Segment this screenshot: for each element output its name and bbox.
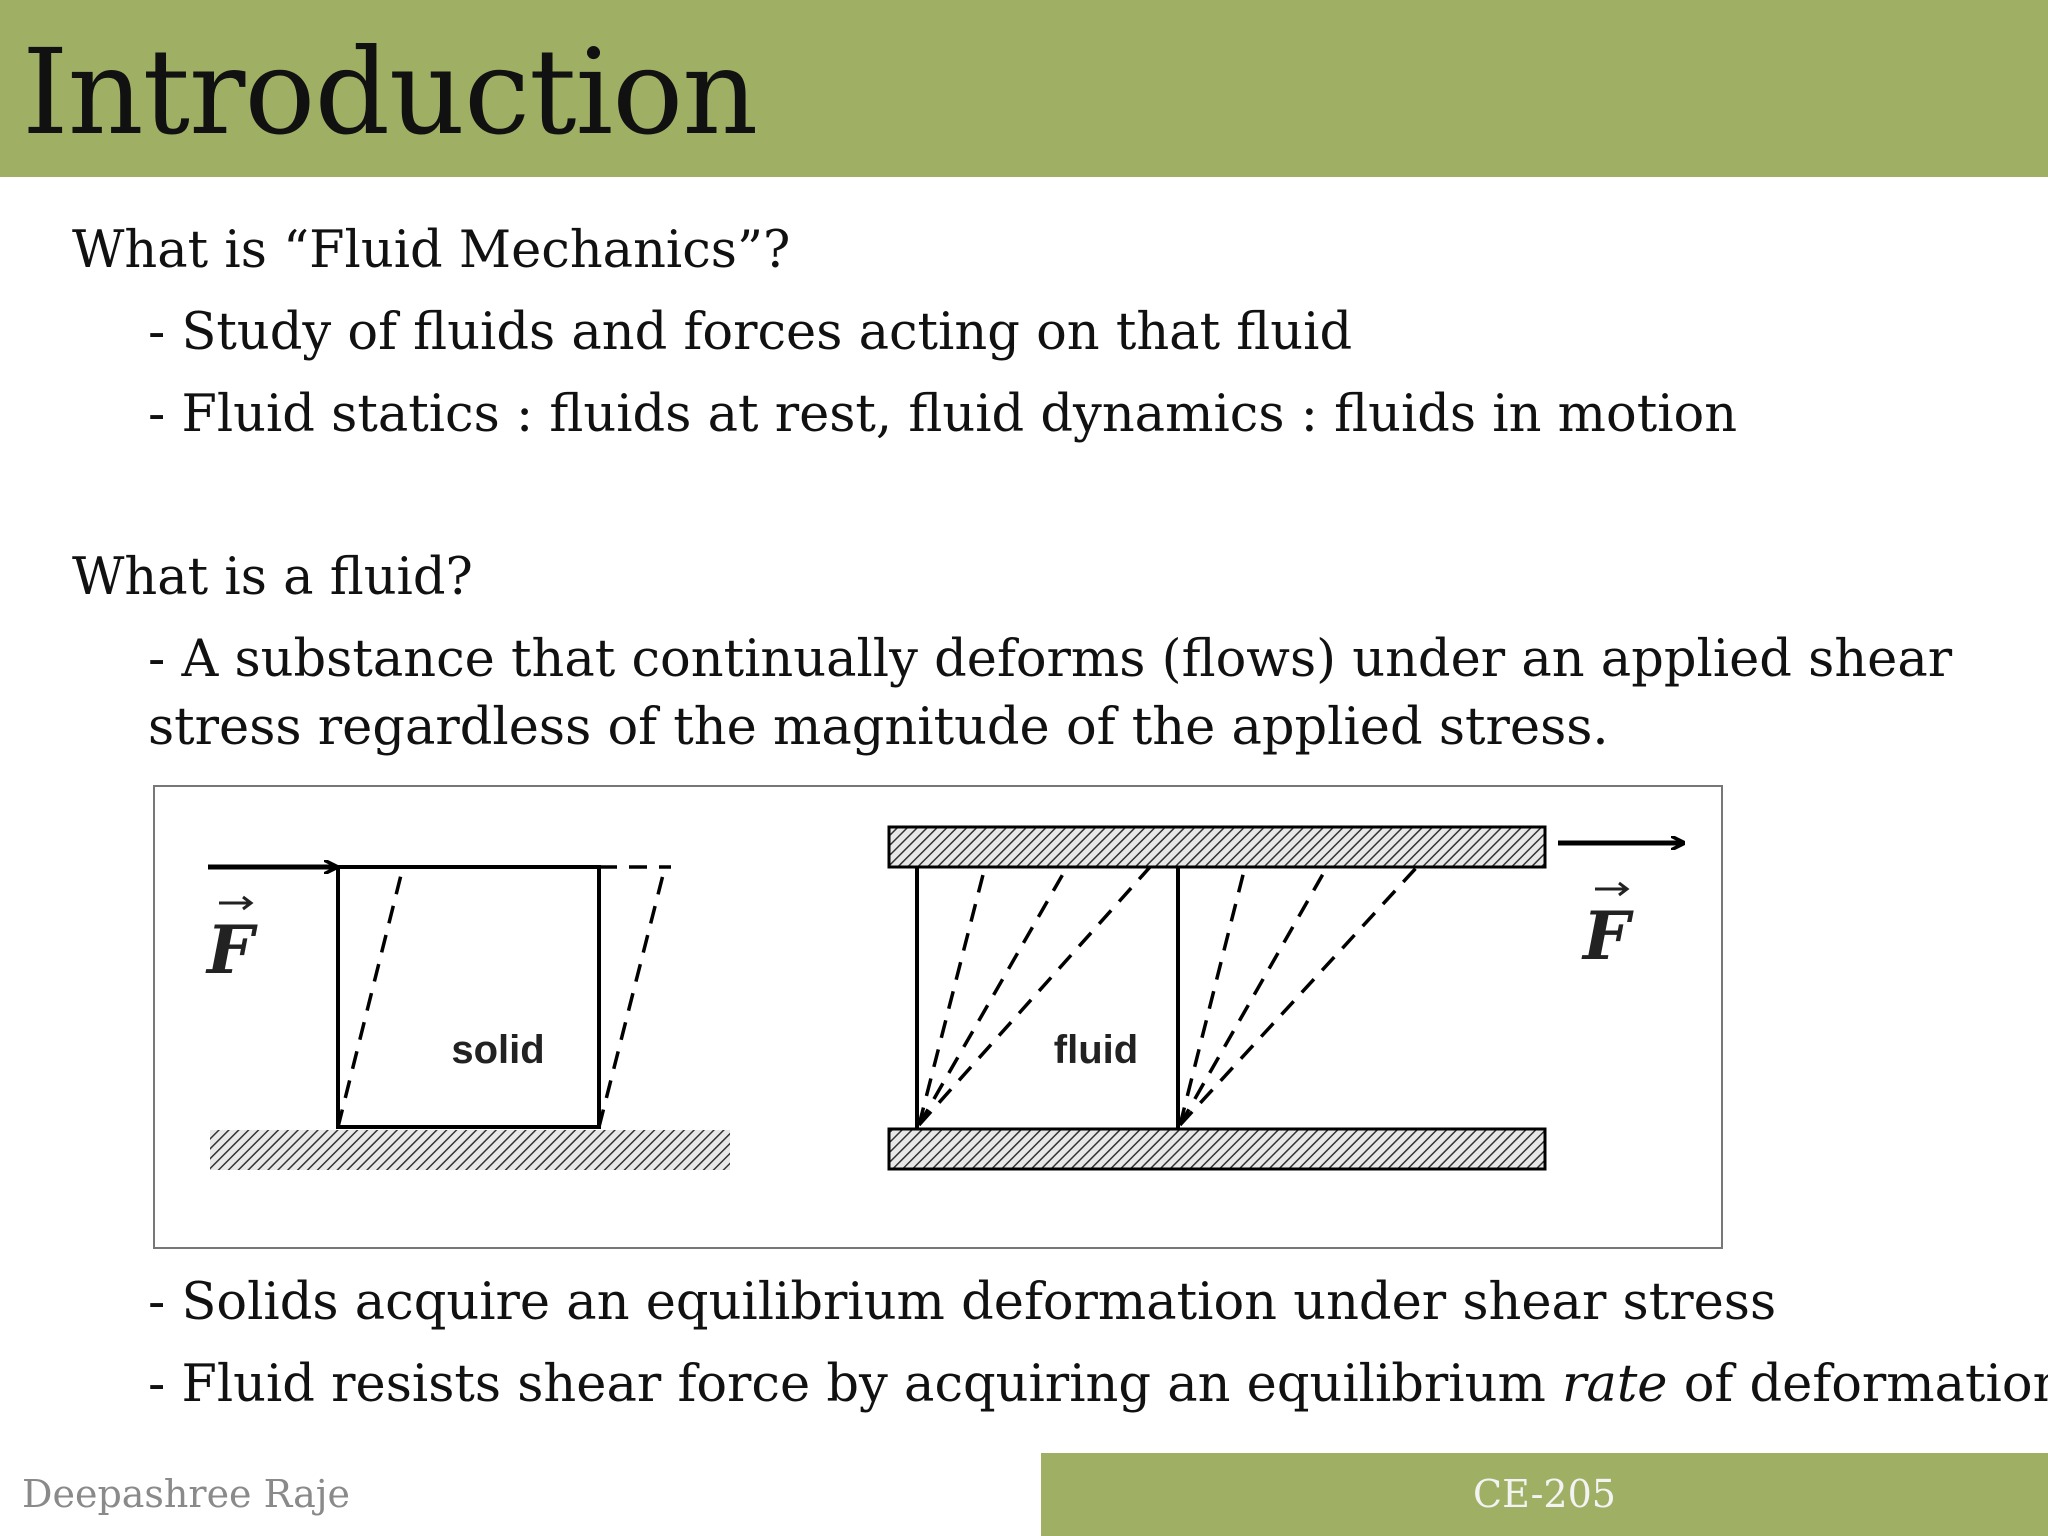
fluid-label: fluid [1054, 1028, 1138, 1072]
bullet-fluid-rate-start: - Fluid resists shear force by acquiring… [148, 1355, 1563, 1414]
bullet-fluid-rate-end: of deformation [1667, 1355, 2048, 1414]
footer-bar: CE-205 [1041, 1453, 2048, 1536]
solid-block [336, 865, 601, 1129]
solid-label: solid [451, 1028, 544, 1072]
question-what-is-fluid: What is a fluid? [72, 548, 473, 607]
bullet-study-of-fluids: - Study of fluids and forces acting on t… [148, 303, 1353, 362]
solid-force-vector-head [242, 895, 254, 911]
solid-vs-fluid-figure: F solid F fluid [153, 785, 1723, 1249]
fluid-deform-b3 [1178, 865, 1419, 1127]
solid-deformed-left [336, 866, 405, 1128]
fluid-force-vector-head [1618, 881, 1630, 897]
fluid-bottom-plate [887, 1127, 1547, 1171]
footer-author: Deepashree Raje [22, 1472, 351, 1516]
bullet-statics-dynamics: - Fluid statics : fluids at rest, fluid … [148, 385, 1738, 444]
bullet-definition-line2: stress regardless of the magnitude of th… [148, 698, 1609, 757]
title-bar: Introduction [0, 0, 2048, 177]
solid-force-label: F [205, 911, 258, 989]
fluid-force-label: F [1581, 897, 1634, 975]
fluid-deform-a2 [917, 866, 1069, 1126]
question-fluid-mechanics: What is “Fluid Mechanics”? [72, 221, 791, 280]
fluid-top-plate [887, 825, 1547, 869]
bullet-definition-line1: - A substance that continually deforms (… [148, 630, 1953, 689]
solid-deformed-right [597, 866, 667, 1128]
fluid-deform-a1 [917, 866, 987, 1126]
fluid-deform-b1 [1178, 866, 1247, 1126]
solid-ground [210, 1130, 730, 1170]
bullet-solids-equilibrium: - Solids acquire an equilibrium deformat… [148, 1273, 1777, 1332]
deformation-diagram: F solid F fluid [205, 825, 1721, 1171]
fluid-deform-b2 [1178, 866, 1329, 1126]
bullet-fluid-rate-italic: rate [1562, 1355, 1668, 1414]
footer-course-code: CE-205 [1473, 1472, 1616, 1516]
bullet-fluid-rate: - Fluid resists shear force by acquiring… [148, 1354, 2048, 1416]
slide-title: Introduction [22, 23, 758, 161]
